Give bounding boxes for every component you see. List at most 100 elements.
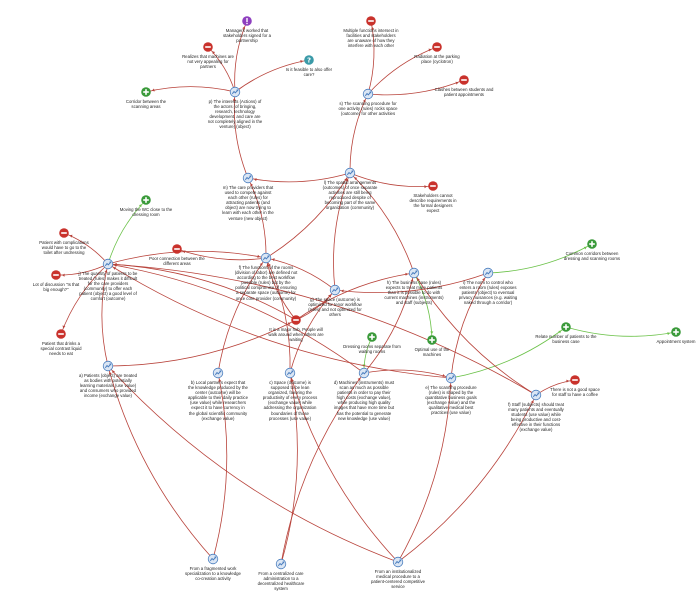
link-space_opt-to-spatial <box>333 172 351 291</box>
process-icon <box>445 372 457 384</box>
link-centralized-to-machines <box>280 372 365 565</box>
arrowhead <box>449 383 453 387</box>
link-fragmented-to-local <box>212 372 228 560</box>
node-label: b) Local partners expect that the knowle… <box>188 380 248 421</box>
minus-icon <box>432 42 442 52</box>
arrowhead <box>271 258 275 262</box>
node-label: j) The quantity of patients to be treate… <box>78 271 138 302</box>
node-label: p) The interests (Actions) of the actors… <box>207 99 263 130</box>
arrowhead <box>558 330 562 334</box>
link-space_out-to-space_opt <box>289 289 336 374</box>
node-label: a) Patients (object) are treated as bodi… <box>78 373 138 399</box>
link-care_providers-to-interests <box>233 91 249 179</box>
node-label: f) Staff (subjects) should treat many pa… <box>507 402 565 433</box>
process-icon <box>284 367 296 379</box>
arrowhead <box>354 177 358 181</box>
node-label: h) The business case (rules) expects to … <box>384 280 444 306</box>
link-relate-to-appointment <box>565 326 677 337</box>
link-functions_rooms-to-spatial <box>265 172 351 259</box>
exclaim-icon <box>242 16 252 26</box>
link-scanning_shaped-to-quantity <box>107 263 452 379</box>
node-label: s) The scanning procedure for one activi… <box>338 101 398 117</box>
arrowhead <box>253 178 257 182</box>
minus-icon <box>59 228 69 238</box>
link-business-to-spatial <box>349 172 415 274</box>
node-label: Managers worked that stakeholders signed… <box>222 28 271 44</box>
arrowhead <box>667 332 671 336</box>
link-staff-to-business <box>413 272 537 396</box>
arrowhead <box>112 370 115 374</box>
node-label: e) The scanning procedure (rules) is sha… <box>425 385 477 416</box>
link-institutionalized-to-space_out <box>289 372 399 563</box>
link-patients_obj-to-quantity <box>101 263 109 367</box>
arrowhead <box>151 88 155 92</box>
node-label: Appointment system <box>656 339 696 344</box>
node-label: From a fragmented work specialization to… <box>185 566 241 582</box>
link-staff-to-quantity <box>107 263 537 396</box>
arrowhead <box>232 97 236 101</box>
arrowhead <box>242 26 246 30</box>
arrowhead <box>345 178 349 182</box>
node-label: d) Machines (instruments) must scan as m… <box>333 380 395 421</box>
link-major-to-business <box>295 272 415 321</box>
node-label: Multiple functions intersect in faciliti… <box>343 28 399 49</box>
plus-icon <box>587 239 597 249</box>
node-label: Common corridors between dressing and sc… <box>563 251 621 262</box>
process-icon <box>344 167 356 179</box>
arrowhead <box>108 371 112 375</box>
minus-icon <box>56 329 66 339</box>
node-label: Clashes between students and patient app… <box>434 87 494 98</box>
node-label: Realizes that machines are not very appe… <box>182 54 234 70</box>
process-icon <box>229 86 241 98</box>
arrowhead <box>257 254 261 258</box>
process-icon <box>530 389 542 401</box>
link-norm-to-common <box>487 243 593 274</box>
link-fragmented-to-patients_obj <box>107 365 214 560</box>
link-scanning_shaped-to-norm <box>450 272 489 379</box>
arrowhead <box>417 278 420 282</box>
link-space_out-to-functions_rooms <box>265 257 291 374</box>
minus-icon <box>570 375 580 385</box>
link-interests-to-corridor <box>145 86 236 93</box>
node-label: Poor connection between the different ar… <box>149 256 205 267</box>
arrowhead <box>455 81 459 85</box>
process-icon <box>362 88 374 100</box>
minus-icon <box>459 75 469 85</box>
node-label: Patient that drinks a special contrast l… <box>40 341 82 357</box>
arrowhead <box>340 289 344 293</box>
node-label: From a centralized care administration t… <box>257 571 305 592</box>
question-icon: ? <box>304 55 314 65</box>
plus-icon <box>671 327 681 337</box>
node-label: Optimal use of the machines <box>414 347 450 358</box>
node-label: Patient with complications would have to… <box>39 240 89 256</box>
process-icon <box>408 267 420 279</box>
link-machines-to-quantity <box>107 263 365 374</box>
node-label: It is a major hub. People will walk arou… <box>268 327 324 343</box>
arrowhead <box>530 400 534 404</box>
node-label: f) The functions of the rooms (division … <box>234 265 298 301</box>
arrowhead <box>61 273 65 277</box>
arrowhead <box>566 379 570 383</box>
link-scanning_proc-to-clashes <box>367 79 465 96</box>
arrowhead <box>104 269 108 273</box>
node-label: c) Space (outcome) is supposed to be lea… <box>262 380 318 421</box>
arrowhead <box>300 59 304 63</box>
arrowhead <box>371 26 375 30</box>
arrowhead <box>218 378 222 382</box>
link-spatial-to-care_providers <box>247 172 351 183</box>
arrowhead <box>328 294 331 298</box>
minus-icon <box>51 270 61 280</box>
arrowhead <box>583 246 587 250</box>
process-icon <box>102 360 114 372</box>
minus-icon <box>366 16 376 26</box>
node-label: l) The spatial arrangements (outcomes) o… <box>322 180 378 211</box>
arrowhead <box>259 262 263 266</box>
arrowhead <box>442 374 446 378</box>
link-local-to-functions_rooms <box>217 257 267 374</box>
node-label: Radiation at the parking place (cyclotro… <box>414 54 460 65</box>
link-institutionalized-to-patients_obj <box>107 365 399 563</box>
node-label: Relate number of patients to the busines… <box>535 334 597 345</box>
arrowhead <box>287 322 291 326</box>
